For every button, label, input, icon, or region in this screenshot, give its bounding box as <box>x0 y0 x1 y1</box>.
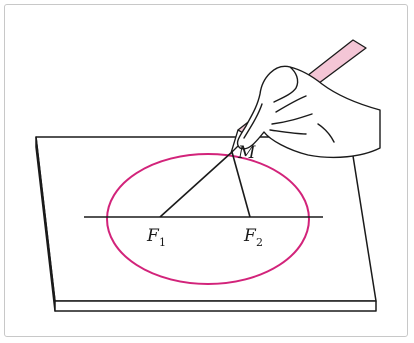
label-focus-1-letter: F <box>146 226 160 246</box>
board-top-surface <box>35 136 377 302</box>
hand-palm <box>236 65 381 159</box>
hand-finger-2 <box>271 113 313 125</box>
label-focus-2: F 2 <box>243 226 263 249</box>
label-focus-1: F 1 <box>146 226 166 249</box>
hand-knuckle <box>317 123 335 143</box>
hand <box>236 65 381 159</box>
hand-index-finger <box>243 103 263 139</box>
string-f1-to-m <box>159 151 233 218</box>
string-f2-to-m <box>231 151 251 218</box>
hand-thumb <box>273 66 299 103</box>
label-focus-2-letter: F <box>243 226 257 246</box>
label-focus-2-subscript: 2 <box>256 236 263 249</box>
ellipse-curve <box>106 153 310 285</box>
board-front-edge <box>54 300 377 312</box>
hand-finger-3 <box>269 129 307 135</box>
hand-finger-1 <box>275 95 307 113</box>
label-point-m: M <box>237 143 256 163</box>
label-focus-1-subscript: 1 <box>159 236 166 249</box>
